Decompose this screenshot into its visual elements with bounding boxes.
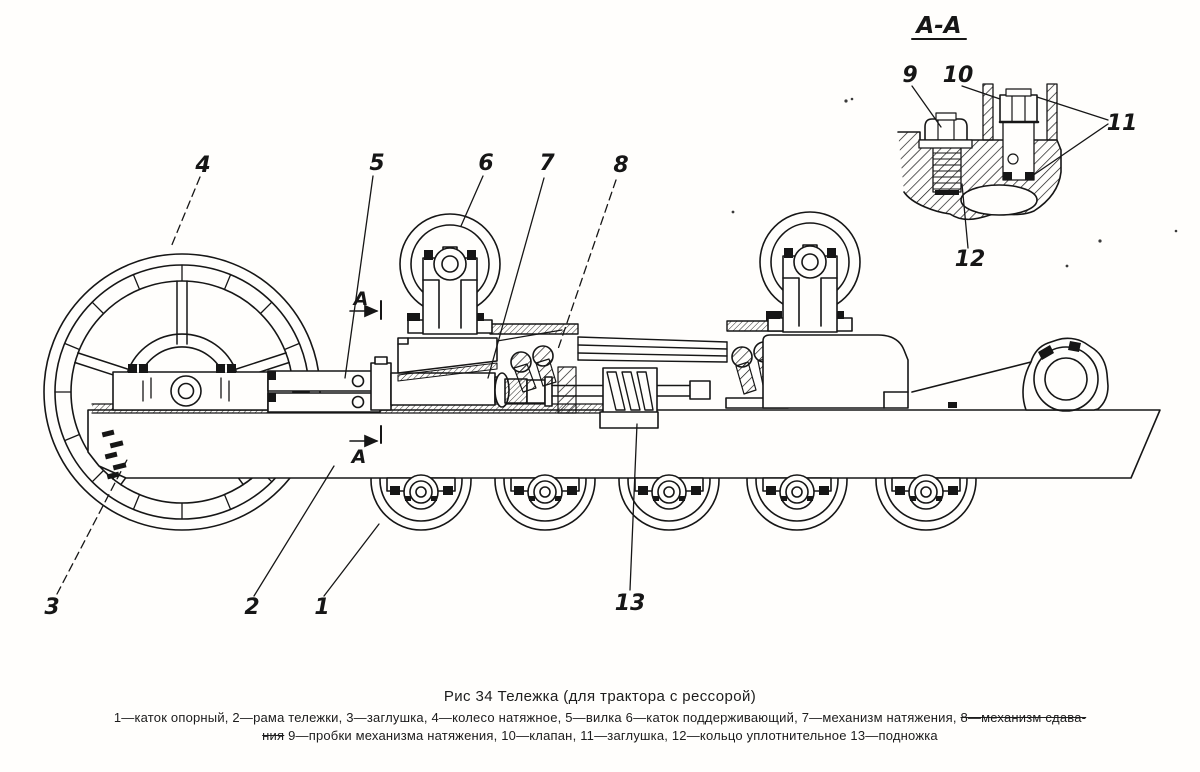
legend-line-1: 1—каток опорный, 2—рама тележки, 3—заглу… [0,709,1200,727]
part-label-9: 9 [902,63,917,88]
legend-line2-struck-text: ния [262,728,285,743]
section-view-a-a [897,38,1062,221]
bolt-cluster-left [510,345,577,414]
part-labels: 4 5 6 7 8 3 2 1 13 9 10 11 12 [44,63,1137,620]
section-letter-upper: А [352,288,369,310]
part-label-3: 3 [44,595,59,620]
legend-line1-struck-text: 8—механизм сдава- [960,710,1087,725]
idler-hub-arc-outer [126,333,238,373]
part-label-12: 12 [955,247,986,272]
part-label-11: 11 [1107,111,1138,136]
roller-pedestal-rear [762,334,957,409]
support-roller-front [399,213,501,335]
part-label-8: 8 [613,153,628,178]
part-label-13: 13 [615,591,646,616]
part-label-7: 7 [539,151,555,176]
leader-lines [56,85,1109,597]
idler-axle-box [112,364,269,411]
legend-line2-text: 9—пробки механизма натяжения, 10—клапан,… [284,728,938,743]
section-letter-lower: А [350,446,367,468]
support-roller-rear [759,211,861,333]
part-label-1: 1 [314,595,329,620]
footstep [599,367,659,429]
part-label-5: 5 [369,151,384,176]
part-label-2: 2 [244,595,259,620]
frame-plug [101,429,127,480]
bogie-frame [87,409,1161,479]
fork [267,356,392,413]
rear-bracket [911,337,1109,412]
part-label-4: 4 [194,153,210,178]
legend-line-2: ния 9—пробки механизма натяжения, 10—кла… [0,727,1200,745]
figure-title: Рис 34 Тележка (для трактора с рессорой) [443,688,757,705]
scan-specks [731,97,1178,268]
road-wheel-hubs [386,474,961,510]
roller-pedestal-front [397,329,563,382]
section-mark-lower [349,425,382,448]
figure-caption: Рис 34 Тележка (для трактора с рессорой)… [0,688,1200,745]
legend-line1-text: 1—каток опорный, 2—рама тележки, 3—заглу… [113,710,961,725]
section-view-title: А-А [914,13,961,39]
part-label-6: 6 [478,151,493,176]
idler-hub-arc-inner [138,346,226,378]
technical-drawing: А-А А А 4 5 6 7 8 3 2 1 13 9 10 11 12 [43,13,1178,620]
part-label-10: 10 [943,63,974,88]
